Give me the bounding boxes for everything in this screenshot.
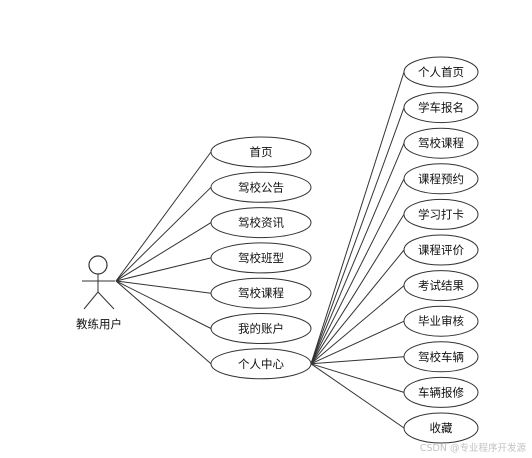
actor-name: 教练用户 [76,317,122,331]
uc-home: 首页 [210,136,312,168]
uc-my-account-label: 我的账户 [238,322,284,336]
uc-vehicle-repair-label: 车辆报修 [418,385,464,399]
uc-courses: 驾校课程 [210,277,312,309]
uc-school-courses: 驾校课程 [403,127,479,159]
association-line [310,71,405,364]
association-line [310,214,405,365]
uc-classes: 驾校班型 [210,242,312,274]
uc-school-vehicles: 驾校车辆 [403,341,479,373]
uc-news: 驾校资讯 [210,207,312,239]
uc-graduation-review: 毕业审核 [403,305,479,337]
association-line [310,363,405,393]
association-line [115,186,212,282]
association-line [310,249,405,365]
uc-my-account: 我的账户 [210,313,312,344]
actor-stick-figure-icon [82,255,115,310]
uc-vehicle-repair: 车辆报修 [403,376,479,408]
actor: 教练用户 [76,255,122,331]
uc-favorites: 收藏 [403,412,479,444]
uc-course-review: 课程评价 [403,234,479,266]
uc-announcement: 驾校公告 [210,171,312,203]
uc-enrollment-label: 学车报名 [418,101,464,115]
association-line [310,178,405,365]
uc-course-review-label: 课程评价 [418,243,464,257]
uc-home-label: 首页 [250,145,273,159]
uc-school-courses-label: 驾校课程 [418,136,464,150]
uc-graduation-review-label: 毕业审核 [418,314,464,328]
uc-personal-center: 个人中心 [210,348,312,380]
uc-course-booking-label: 课程预约 [418,172,464,186]
association-line [310,363,405,429]
association-line [115,280,212,294]
association-line [115,257,212,282]
association-line [115,151,212,282]
association-lines [115,71,405,429]
uc-personal-home: 个人首页 [403,56,479,88]
uc-school-vehicles-label: 驾校车辆 [418,350,464,364]
association-line [115,222,212,282]
uc-announcement-label: 驾校公告 [238,180,284,194]
uc-study-checkin: 学习打卡 [403,198,479,230]
uc-courses-label: 驾校课程 [238,286,284,300]
association-line [115,280,212,329]
uc-personal-home-label: 个人首页 [418,65,464,79]
uc-classes-label: 驾校班型 [238,251,284,265]
uc-exam-results-label: 考试结果 [418,279,464,293]
uc-enrollment: 学车报名 [403,92,479,124]
association-line [115,280,212,365]
uc-exam-results: 考试结果 [403,270,479,302]
watermark: CSDN @专业程序开发源 [419,443,526,454]
uc-course-booking: 课程预约 [403,163,479,195]
association-line [310,320,405,365]
association-line [310,356,405,365]
association-line [310,107,405,364]
uc-favorites-label: 收藏 [430,421,453,435]
association-line [310,143,405,364]
association-line [310,285,405,365]
uc-news-label: 驾校资讯 [238,216,284,230]
uc-study-checkin-label: 学习打卡 [418,207,464,221]
uc-personal-center-label: 个人中心 [238,357,284,371]
personal-center-use-cases: 个人首页学车报名驾校课程课程预约学习打卡课程评价考试结果毕业审核驾校车辆车辆报修… [403,56,479,444]
